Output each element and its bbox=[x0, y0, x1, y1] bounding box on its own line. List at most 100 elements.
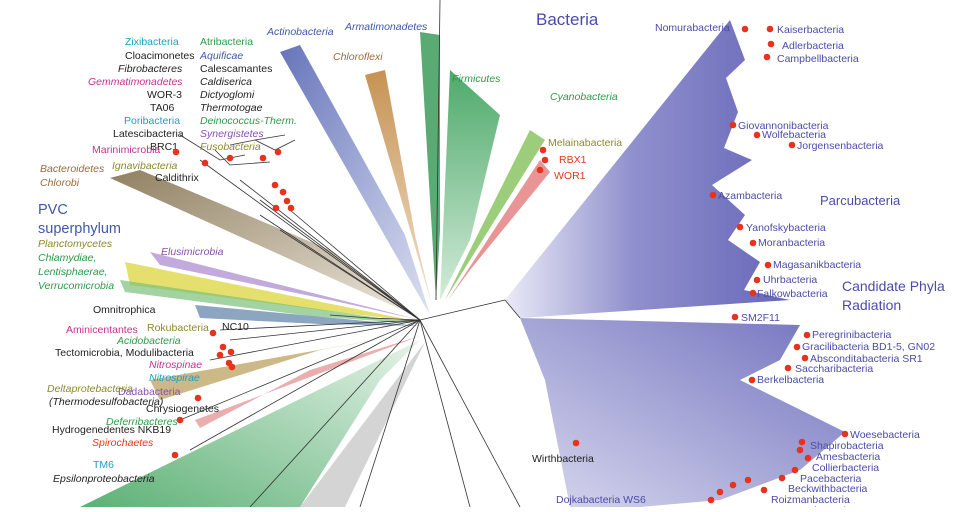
marker-dot bbox=[760, 486, 768, 494]
armatimonadetes-wedge bbox=[420, 32, 440, 300]
bacteroidetes-wedge bbox=[110, 170, 420, 318]
taxon-label-moranbacteria: Moranbacteria bbox=[758, 237, 825, 249]
marker-dot bbox=[171, 451, 179, 459]
taxon-label-berkelbacteria: Berkelbacteria bbox=[757, 374, 824, 386]
taxon-label-giovannonibacteria: Giovannonibacteria bbox=[738, 120, 829, 132]
taxon-label-tectomicrobia-modulibacteria: Tectomicrobia, Modulibacteria bbox=[55, 347, 194, 359]
marker-dot bbox=[279, 188, 287, 196]
taxon-label-ignavibacteria: Ignavibacteria bbox=[112, 160, 178, 172]
taxon-label-latescibacteria: Latescibacteria bbox=[113, 128, 184, 140]
taxon-label-zixibacteria: Zixibacteria bbox=[125, 36, 179, 48]
marker-dot bbox=[778, 474, 786, 482]
taxon-label-rokubacteria: Rokubacteria bbox=[147, 322, 209, 334]
marker-dot bbox=[259, 154, 267, 162]
marker-dot bbox=[176, 416, 184, 424]
taxon-label-falkowbacteria: Falkowbacteria bbox=[757, 288, 828, 300]
marker-dot bbox=[767, 40, 775, 48]
tree-branches bbox=[179, 0, 521, 508]
marker-dot bbox=[227, 348, 235, 356]
taxon-label-aquificae: Aquificae bbox=[199, 50, 243, 62]
marker-dot bbox=[216, 351, 224, 359]
marker-dot bbox=[226, 154, 234, 162]
taxon-label-caldiserica: Caldiserica bbox=[200, 76, 252, 88]
taxon-label-peregrinibacteria: Peregrinibacteria bbox=[812, 329, 892, 341]
marker-dot bbox=[219, 343, 227, 351]
taxon-label-woesebacteria: Woesebacteria bbox=[850, 429, 920, 441]
marker-dot bbox=[274, 148, 282, 156]
taxon-label-armatimonadetes: Armatimonadetes bbox=[344, 21, 428, 33]
taxon-label-rbx1: RBX1 bbox=[559, 154, 587, 166]
taxon-label-saccharibacteria: Saccharibacteria bbox=[795, 363, 873, 375]
marker-dot bbox=[539, 146, 547, 154]
taxon-label-kaiserbacteria: Kaiserbacteria bbox=[777, 24, 844, 36]
diagram-title: Bacteria bbox=[536, 10, 599, 29]
marker-dot bbox=[788, 141, 796, 149]
taxon-label-synergistetes: Synergistetes bbox=[200, 128, 264, 140]
cpr-wedge-upper bbox=[505, 20, 790, 318]
marker-dot bbox=[801, 354, 809, 362]
marker-dot bbox=[172, 148, 180, 156]
marker-dot bbox=[271, 181, 279, 189]
taxon-label-deinococcus-therm: Deinococcus-Therm. bbox=[200, 115, 297, 127]
taxon-label-cyanobacteria: Cyanobacteria bbox=[550, 91, 618, 103]
omnitrophica-wedge bbox=[195, 305, 420, 326]
taxon-label-chlorobi: Chlorobi bbox=[40, 177, 80, 189]
taxon-label-pacebacteria: Pacebacteria bbox=[800, 473, 861, 485]
taxon-label-epsilonproteobacteria: Epsilonproteobacteria bbox=[53, 473, 155, 485]
marker-dot bbox=[287, 204, 295, 212]
taxon-label-sm2f11: SM2F11 bbox=[741, 312, 780, 324]
taxon-label-marinimicrobia: Marinimicrobia bbox=[92, 144, 160, 156]
taxon-label-elusimicrobia: Elusimicrobia bbox=[161, 246, 224, 258]
delta-wedge bbox=[150, 332, 420, 400]
taxon-label-ta06: TA06 bbox=[150, 102, 174, 114]
taxon-label-deltaprotebacteria: Deltaprotebacteria bbox=[47, 383, 133, 395]
taxon-label-collierbacteria: Collierbacteria bbox=[812, 462, 879, 474]
taxon-label-yanofskybacteria: Yanofskybacteria bbox=[746, 222, 826, 234]
taxon-label-bacteroidetes: Bacteroidetes bbox=[40, 163, 105, 175]
taxon-label-tm6: TM6 bbox=[93, 459, 114, 471]
marker-dot bbox=[749, 289, 757, 297]
taxon-label-amesbacteria: Amesbacteria bbox=[816, 451, 880, 463]
taxon-label-gemmatimonadetes: Gemmatimonadetes bbox=[88, 76, 183, 88]
marker-dot bbox=[841, 430, 849, 438]
taxon-label-jorgensenbacteria: Jorgensenbacteria bbox=[797, 140, 884, 152]
marker-dot bbox=[536, 166, 544, 174]
taxon-label-firmicutes: Firmicutes bbox=[452, 73, 501, 85]
taxon-label-calescamantes: Calescamantes bbox=[200, 63, 272, 75]
taxon-label-uhrbacteria: Uhrbacteria bbox=[763, 274, 817, 286]
marker-dot bbox=[731, 313, 739, 321]
taxon-label-nitrospinae: Nitrospinae bbox=[149, 359, 202, 371]
taxon-label-planctomycetes: Planctomycetes bbox=[38, 238, 113, 250]
marker-dot bbox=[201, 159, 209, 167]
taxon-label-dadabacteria: Dadabacteria bbox=[118, 386, 181, 398]
taxon-label-beckwithbacteria: Beckwithbacteria bbox=[788, 483, 868, 495]
marker-dot bbox=[709, 191, 717, 199]
marker-dot bbox=[793, 343, 801, 351]
taxon-label-wor1: WOR1 bbox=[554, 170, 586, 182]
taxon-label-shapirobacteria: Shapirobacteria bbox=[810, 440, 884, 452]
marker-dot bbox=[744, 476, 752, 484]
taxon-label-atribacteria: Atribacteria bbox=[200, 36, 253, 48]
marker-dot bbox=[749, 239, 757, 247]
taxon-label-wor-3: WOR-3 bbox=[147, 89, 182, 101]
taxon-label-roizmanbacteria: Roizmanbacteria bbox=[771, 494, 850, 506]
taxon-label-thermodesulfobacteria: (Thermodesulfobacteria) bbox=[49, 396, 163, 408]
marker-dot bbox=[736, 223, 744, 231]
marker-dot bbox=[716, 488, 724, 496]
marker-dot bbox=[791, 466, 799, 474]
grey-lower-wedge bbox=[300, 342, 425, 507]
taxon-label-absconditabacteria-sr1: Absconditabacteria SR1 bbox=[810, 353, 923, 365]
taxon-label-aminicentantes: Aminicentantes bbox=[66, 324, 138, 336]
taxon-label-chlamydiae: Chlamydiae, bbox=[38, 252, 96, 264]
red-wedge bbox=[448, 160, 550, 300]
marker-dot bbox=[741, 25, 749, 33]
taxon-label-cloacimonetes: Cloacimonetes bbox=[125, 50, 194, 62]
marker-dot bbox=[194, 394, 202, 402]
proteobacteria-lower-wedge bbox=[80, 340, 420, 507]
elusimicrobia-wedge bbox=[150, 252, 420, 320]
marker-dot bbox=[763, 53, 771, 61]
